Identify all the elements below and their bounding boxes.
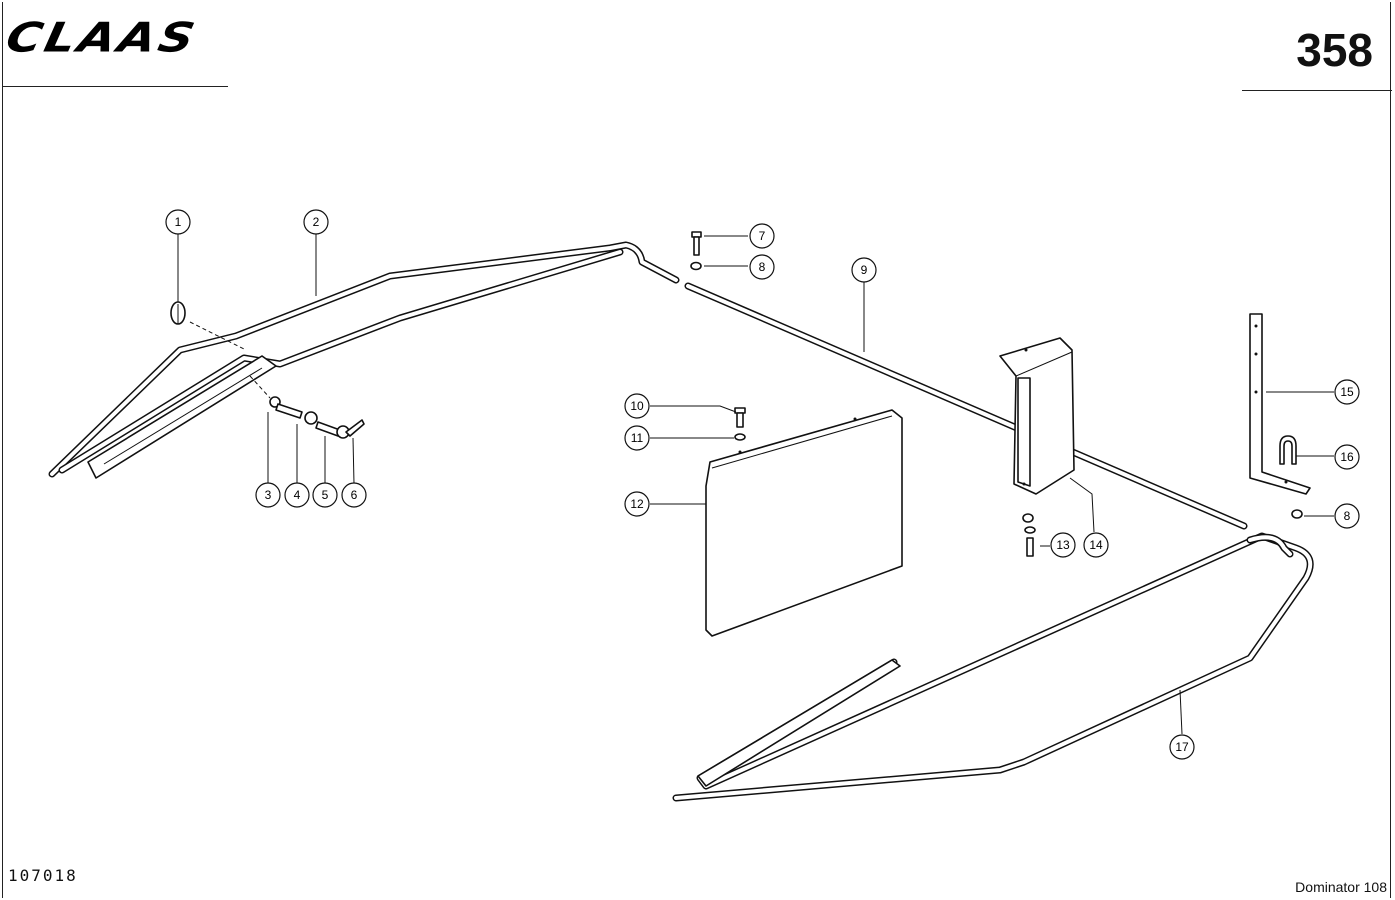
callout-8-right-label: 8 <box>1344 509 1351 523</box>
callout-7: 7 <box>749 223 775 249</box>
callout-17-label: 17 <box>1175 740 1189 754</box>
callout-13-label: 13 <box>1056 538 1070 552</box>
callout-2: 2 <box>303 209 329 235</box>
bolt-nut-7-8 <box>690 231 702 271</box>
callout-12: 12 <box>624 491 650 517</box>
callout-3: 3 <box>255 482 281 508</box>
page-number: 358 <box>1296 24 1373 76</box>
callout-15-label: 15 <box>1340 385 1354 399</box>
callout-14: 14 <box>1083 532 1109 558</box>
right-rail-tube <box>672 532 1314 802</box>
callout-14-label: 14 <box>1089 538 1103 552</box>
callout-8: 8 <box>749 254 775 280</box>
pin-part-1 <box>170 301 247 351</box>
callout-12-label: 12 <box>630 497 644 511</box>
callout-7-label: 7 <box>759 229 766 243</box>
callout-5: 5 <box>312 482 338 508</box>
angle-bracket <box>1249 313 1311 495</box>
callout-13: 13 <box>1050 532 1076 558</box>
callout-2-label: 2 <box>313 215 320 229</box>
callout-15: 15 <box>1334 379 1360 405</box>
leader-lines <box>177 234 1334 735</box>
nut-right <box>1291 509 1303 519</box>
left-rail-tube <box>48 241 680 479</box>
callout-8-label: 8 <box>759 260 766 274</box>
frame-right-border <box>1390 2 1391 898</box>
callout-11: 11 <box>624 425 650 451</box>
cover-plate <box>705 409 903 637</box>
callout-1: 1 <box>165 209 191 235</box>
callout-3-label: 3 <box>265 488 272 502</box>
frame-left-border <box>2 2 3 898</box>
callout-16: 16 <box>1334 444 1360 470</box>
callout-4-label: 4 <box>294 488 301 502</box>
u-bolt <box>1279 435 1297 465</box>
model-name: Dominator 108 <box>1295 879 1387 895</box>
page-number-underline <box>1242 90 1392 91</box>
support-bracket <box>999 337 1075 495</box>
callout-6: 6 <box>341 482 367 508</box>
callout-9-label: 9 <box>861 263 868 277</box>
callout-1-label: 1 <box>175 215 182 229</box>
callout-11-label: 11 <box>631 431 644 445</box>
logo-underline <box>2 86 228 87</box>
bolt-nut-13 <box>1022 513 1036 557</box>
callout-10: 10 <box>624 393 650 419</box>
callout-9: 9 <box>851 257 877 283</box>
callout-5-label: 5 <box>322 488 329 502</box>
callout-8-right: 8 <box>1334 503 1360 529</box>
callout-4: 4 <box>284 482 310 508</box>
drawing-code: 107018 <box>8 866 78 885</box>
fastener-set-3-6 <box>249 375 365 439</box>
callout-16-label: 16 <box>1340 450 1354 464</box>
callout-10-label: 10 <box>630 399 644 413</box>
cross-tube <box>684 282 1248 530</box>
bolt-washer-10-11 <box>734 407 746 441</box>
callout-6-label: 6 <box>351 488 358 502</box>
callout-17: 17 <box>1169 734 1195 760</box>
